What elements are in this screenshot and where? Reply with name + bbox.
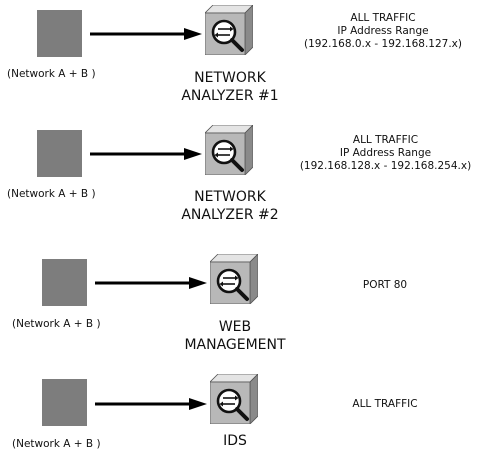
network-analyzer-icon [210, 254, 258, 304]
traffic-filter-description: ALL TRAFFIC IP Address Range (192.168.0.… [283, 12, 483, 51]
network-analyzer-icon [210, 374, 258, 424]
arrow-icon [90, 148, 202, 160]
device-name-line-2: ANALYZER #1 [181, 88, 279, 104]
network-source-label: (Network A + B ) [12, 318, 101, 330]
device-name-line-1: IDS [223, 433, 247, 449]
description-line-3: (192.168.128.x - 192.168.254.x) [299, 160, 472, 172]
device-name: NETWORK ANALYZER #1 [175, 69, 285, 105]
device-name-line-1: NETWORK [194, 70, 266, 86]
traffic-filter-description: ALL TRAFFIC IP Address Range (192.168.12… [283, 134, 488, 173]
network-source-box [42, 259, 87, 306]
network-source-label: (Network A + B ) [12, 438, 101, 450]
network-analyzer-icon [205, 5, 253, 55]
description-line-1: PORT 80 [362, 279, 408, 291]
network-source-box [37, 130, 82, 177]
description-line-3: (192.168.0.x - 192.168.127.x) [304, 38, 462, 50]
description-line-1: ALL TRAFFIC [352, 134, 419, 146]
device-name-line-2: MANAGEMENT [184, 337, 286, 353]
device-name: NETWORK ANALYZER #2 [175, 188, 285, 224]
arrow-icon [90, 28, 202, 40]
device-name: IDS [180, 432, 290, 450]
description-line-1: ALL TRAFFIC [352, 398, 418, 410]
network-source-label: (Network A + B ) [7, 68, 96, 80]
arrow-icon [95, 277, 207, 289]
device-name-line-1: WEB [218, 319, 252, 335]
traffic-filter-description: PORT 80 [330, 279, 440, 292]
device-name-line-2: ANALYZER #2 [181, 207, 279, 223]
description-line-2: IP Address Range [339, 147, 432, 159]
device-name-line-1: NETWORK [194, 189, 266, 205]
description-line-2: IP Address Range [337, 25, 429, 37]
description-line-1: ALL TRAFFIC [350, 12, 416, 24]
network-source-box [37, 10, 82, 57]
network-source-label: (Network A + B ) [7, 188, 96, 200]
device-name: WEB MANAGEMENT [180, 318, 290, 354]
traffic-filter-description: ALL TRAFFIC [330, 398, 440, 411]
arrow-icon [95, 398, 207, 410]
network-source-box [42, 379, 87, 426]
network-analyzer-icon [205, 125, 253, 175]
